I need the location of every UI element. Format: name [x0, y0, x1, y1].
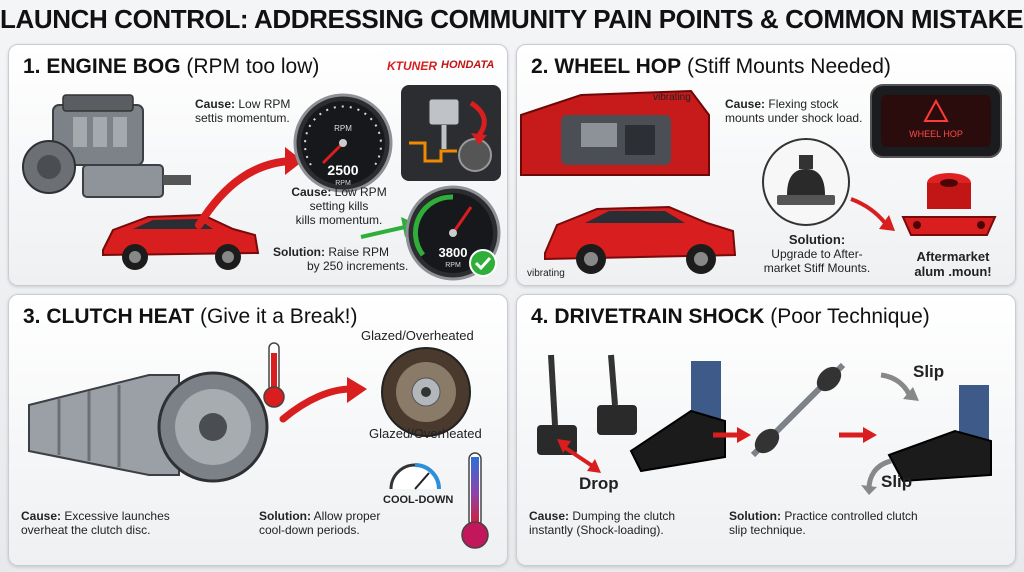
rpm-gauge-high: 3800 RPM — [405, 185, 501, 281]
panel-clutch-heat: 3. CLUTCH HEAT (Give it a Break!) Glazed… — [8, 294, 508, 566]
clutch-disc-icon — [381, 347, 471, 437]
cooldown-label: COOL-DOWN — [383, 494, 454, 506]
slip-label-top: Slip — [913, 362, 945, 381]
vibrating-label-top: vibrating — [653, 92, 691, 103]
panel-subtitle: (RPM too low) — [186, 55, 320, 78]
panel-title: 4. DRIVETRAIN SHOCK (Poor Technique) — [531, 305, 930, 328]
slip-arrow-top-icon — [880, 372, 919, 401]
transmission-icon — [28, 371, 269, 483]
slip-label-bottom: Slip — [881, 472, 913, 491]
svg-text:2500: 2500 — [327, 162, 358, 178]
axle-icon — [750, 362, 846, 458]
svg-text:RPM: RPM — [334, 124, 352, 133]
vibrating-label-bottom: vibrating — [527, 268, 565, 279]
page-title: LAUNCH CONTROL: ADDRESSING COMMUNITY PAI… — [0, 4, 1024, 34]
glazed-label-bottom: Glazed/Overheated — [369, 426, 482, 441]
ktuner-logo: KTUNER — [387, 59, 437, 73]
panel-drivetrain-shock: 4. DRIVETRAIN SHOCK (Poor Technique) Dro… — [516, 294, 1016, 566]
cause-text: Cause: Excessive launches overheat the c… — [21, 509, 170, 537]
panel-number: 1. ENGINE BOG — [23, 55, 181, 78]
thermometer-hot-icon — [263, 342, 285, 408]
panel-wheel-hop: 2. WHEEL HOP (Stiff Mounts Needed) vibra… — [516, 44, 1016, 286]
cause-text: Cause: Dumping the clutch instantly (Sho… — [529, 509, 676, 537]
solution-text: Solution: Practice controlled clutch sli… — [729, 509, 918, 537]
red-car-icon — [102, 213, 260, 270]
solution-text: Solution: Upgrade to After- market Stiff… — [763, 232, 871, 276]
engine-icon — [22, 94, 191, 198]
engine-bay-icon — [520, 89, 710, 176]
panel-title: 1. ENGINE BOG (RPM too low) — [23, 55, 319, 79]
panel-title: 3. CLUTCH HEAT (Give it a Break!) — [23, 305, 358, 328]
red-arrow-icon — [839, 427, 877, 443]
red-arrow-icon — [850, 197, 895, 231]
drop-arrows-icon — [557, 439, 601, 473]
red-arrow-icon — [713, 427, 751, 443]
cause-1: Cause: Low RPM settis momentum. — [195, 97, 291, 125]
panel-title: 2. WHEEL HOP (Stiff Mounts Needed) — [531, 55, 891, 78]
aftermarket-mount-icon — [901, 173, 997, 236]
drop-label: Drop — [579, 474, 619, 493]
rpm-gauge-low: RPM 2500 RPM — [293, 93, 393, 193]
solution-text: Solution: Allow proper cool-down periods… — [259, 509, 381, 537]
cooldown-gauge-icon — [389, 463, 441, 490]
svg-text:RPM: RPM — [445, 262, 461, 269]
dashboard-warning-icon: WHEEL HOP — [870, 84, 1002, 158]
svg-text:RPM: RPM — [335, 180, 351, 187]
piston-warning-icon — [401, 85, 501, 181]
red-car-icon — [544, 205, 737, 274]
slip-arrow-bottom-icon — [861, 458, 892, 495]
svg-text:3800: 3800 — [439, 245, 468, 260]
svg-text:WHEEL HOP: WHEEL HOP — [909, 129, 963, 139]
panel-engine-bog: 1. ENGINE BOG (RPM too low) KTUNER HONDA… — [8, 44, 508, 286]
red-arrow-icon — [195, 147, 303, 229]
engine-mount-icon — [762, 138, 850, 226]
aftermarket-label: Aftermarket alum .moun! — [914, 249, 992, 279]
pedals-icon — [537, 354, 637, 455]
hondata-logo: HONDATA — [441, 59, 495, 71]
shoe-icon — [887, 385, 992, 483]
thermometer-cool-icon — [461, 452, 489, 549]
glazed-label-top: Glazed/Overheated — [361, 328, 474, 343]
red-arrow-icon — [279, 377, 367, 423]
shoe-icon — [629, 361, 726, 473]
cause-2: Cause: Low RPM setting kills kills momen… — [291, 185, 387, 227]
solution-1: Solution: Raise RPM by 250 increments. — [273, 245, 409, 273]
cause-text: Cause: Flexing stock mounts under shock … — [725, 97, 863, 125]
